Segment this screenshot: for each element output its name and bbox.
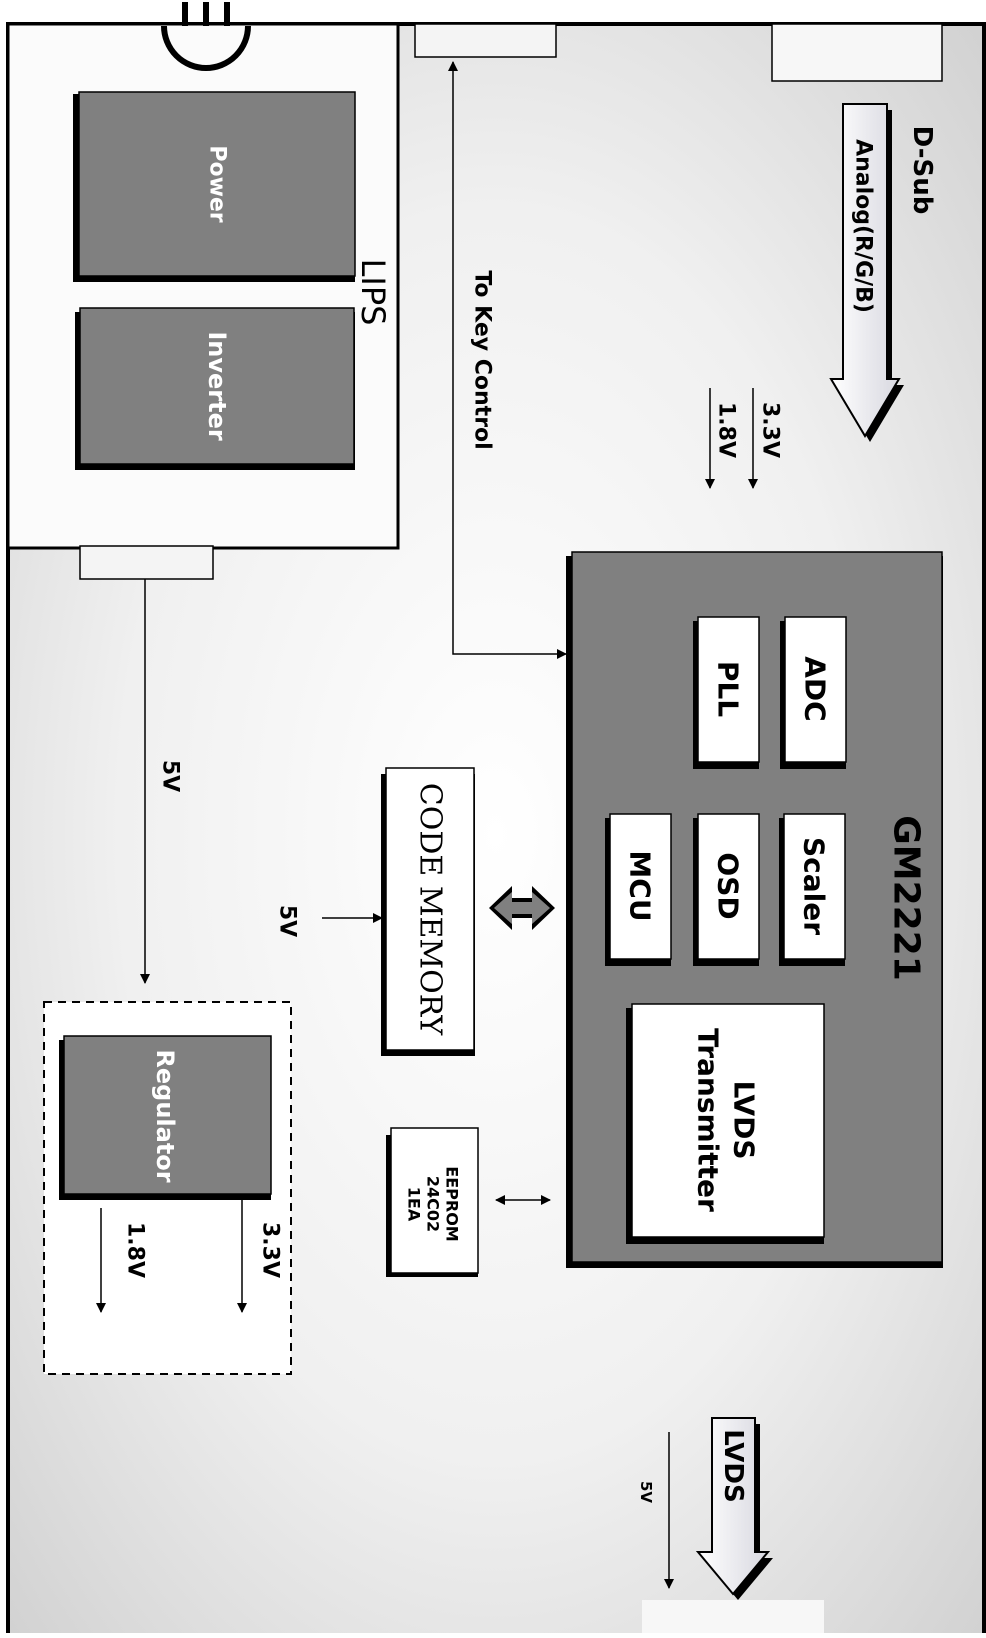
reg-18v-label: 1.8V bbox=[123, 1222, 148, 1278]
connector-key-control bbox=[414, 23, 557, 58]
v18-top-label: 1.8V bbox=[714, 402, 739, 458]
lips-5v-label: 5V bbox=[158, 760, 183, 792]
pll-label: PLL bbox=[712, 661, 745, 717]
connector-dsub bbox=[771, 23, 943, 82]
code-memory-block: CODE MEMORY bbox=[381, 767, 475, 1056]
v33-top-label: 3.3V bbox=[758, 402, 783, 458]
eeprom-block: EEPROM 24C02 1EA bbox=[386, 1127, 479, 1277]
inverter-block: Inverter bbox=[75, 307, 355, 470]
dsub-label: D-Sub bbox=[907, 126, 937, 215]
lvds-tx-line2: Transmitter bbox=[692, 1028, 725, 1212]
adc-block: ADC bbox=[780, 616, 847, 769]
pll-block: PLL bbox=[693, 616, 760, 769]
lvds-output-arrow: LVDS bbox=[695, 1417, 773, 1600]
inverter-label: Inverter bbox=[203, 331, 231, 441]
mcu-label: MCU bbox=[624, 850, 657, 921]
regulator-block: Regulator bbox=[59, 1035, 272, 1200]
power-plug-icon bbox=[161, 2, 251, 71]
adc-label: ADC bbox=[799, 656, 832, 721]
reg-33v-label: 3.3V bbox=[258, 1222, 283, 1278]
mcu-block: MCU bbox=[605, 813, 672, 966]
lvds-5v-label: 5V bbox=[637, 1481, 655, 1503]
lvds-out-label: LVDS bbox=[718, 1429, 748, 1502]
lvds-tx-line1: LVDS bbox=[728, 1080, 761, 1159]
code-5v-label: 5V bbox=[275, 905, 300, 937]
analog-label: Analog(R/G/B) bbox=[851, 139, 876, 313]
key-control-line bbox=[448, 61, 567, 659]
connector-lvds bbox=[642, 1600, 824, 1633]
eeprom-line1: EEPROM bbox=[443, 1166, 462, 1241]
osd-block: OSD bbox=[693, 813, 760, 966]
lips-label: LIPS bbox=[354, 259, 392, 326]
analog-input-arrow: Analog(R/G/B) bbox=[829, 103, 904, 442]
scaler-label: Scaler bbox=[798, 837, 831, 935]
eeprom-line2: 24C02 bbox=[424, 1176, 443, 1232]
power-label: Power bbox=[205, 145, 230, 222]
key-control-label: To Key Control bbox=[470, 270, 495, 449]
osd-label: OSD bbox=[712, 852, 745, 919]
connector-lips-output bbox=[79, 545, 214, 580]
power-block: Power bbox=[73, 91, 356, 282]
bus-double-arrow bbox=[489, 886, 555, 930]
eeprom-line3: 1EA bbox=[405, 1187, 424, 1222]
gm2221-label: GM2221 bbox=[886, 815, 927, 981]
lvds-transmitter-block: LVDS Transmitter bbox=[626, 1003, 825, 1244]
regulator-label: Regulator bbox=[151, 1049, 179, 1182]
scaler-block: Scaler bbox=[779, 813, 846, 966]
code-memory-label: CODE MEMORY bbox=[413, 783, 448, 1037]
